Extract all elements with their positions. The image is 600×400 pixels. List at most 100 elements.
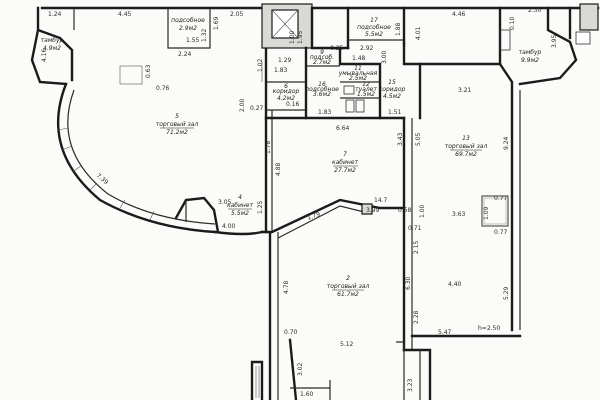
room-17-area: 5.5м2 — [365, 31, 383, 38]
dimension-label: 4.00 — [222, 223, 236, 230]
dimension-label: 2.28 — [413, 310, 420, 324]
dimension-label: 3.05 — [218, 199, 232, 206]
room-15-number: 15 — [388, 79, 396, 86]
room-13-area: 69.7м2 — [455, 151, 477, 158]
room-9-number: 9 — [320, 49, 324, 56]
dimension-label: 1.88 — [395, 22, 402, 36]
room-12-number: 12 — [362, 81, 370, 88]
walls — [30, 3, 600, 400]
dimension-label: 1.32 — [201, 28, 208, 42]
dimension-label: 4.45 — [118, 11, 132, 18]
room-2-name: торговый зал — [327, 283, 370, 290]
dimension-label: 1.79 — [306, 211, 321, 222]
dimension-label: 1.83 — [318, 109, 332, 116]
dimension-label: 0.70 — [284, 329, 298, 336]
room-11-name: умывальная — [338, 70, 378, 77]
room-6-name: коридор — [273, 88, 300, 95]
room-tambour-right-area: 9.9м2 — [521, 57, 539, 64]
dimension-label: 1.09 — [483, 206, 490, 220]
dimension-label: 1.24 — [48, 11, 62, 18]
dimension-label: 0.10 — [509, 16, 516, 30]
room-4-number: 4 — [238, 194, 242, 201]
room-9-area: 2.7м2 — [313, 59, 331, 66]
dimension-label: 0.76 — [156, 85, 170, 92]
dimension-label: 5.29 — [503, 286, 510, 300]
dimension-label: 3.21 — [458, 87, 472, 94]
dimension-label: 6.64 — [336, 125, 350, 132]
room-utility-top-area: 2.9м2 — [179, 25, 197, 32]
dimension-label: 4.78 — [283, 280, 290, 294]
room-17-name: подсобное — [357, 24, 391, 31]
room-2-area: 61.7м2 — [337, 291, 359, 298]
dimension-label: 1.25 — [257, 200, 264, 214]
dimension-label: 4.40 — [448, 281, 462, 288]
dimension-label: 1.95 — [297, 30, 304, 44]
room-4-name: кабинет — [227, 202, 254, 209]
room-15-name: коридор — [379, 86, 406, 93]
room-16-area: 3.6м2 — [313, 91, 331, 98]
dimension-label: 0.77 — [494, 195, 508, 202]
dimension-label: 1.51 — [388, 109, 402, 116]
room-11-number: 11 — [354, 65, 362, 72]
room-utility-top-name: подсобное — [171, 17, 205, 24]
room-tambour-left-area: 4.9м2 — [43, 45, 61, 52]
dimension-label: 3.23 — [407, 378, 414, 392]
dimension-label: 1.60 — [300, 391, 314, 398]
room-7-name: кабинет — [332, 159, 359, 166]
room-12-name: туалет — [355, 86, 377, 93]
room-13-number: 13 — [462, 135, 470, 142]
room-7-number: 7 — [343, 151, 347, 158]
dimension-label: 2.00 — [239, 98, 246, 112]
dimension-label: 1.00 — [419, 204, 426, 218]
dimension-label: 3.63 — [452, 211, 466, 218]
room-13-name: торговый зал — [445, 143, 488, 150]
room-17-number: 17 — [370, 17, 378, 24]
dimension-label: 1.48 — [352, 55, 366, 62]
dimension-label: 3.00 — [381, 50, 388, 64]
room-15-area: 4.5м2 — [383, 93, 401, 100]
dimension-label: 0.63 — [145, 64, 152, 78]
dimension-label: 0.58 — [398, 207, 412, 214]
room-16-number: 16 — [318, 81, 326, 88]
dimension-label: 3.43 — [397, 132, 404, 146]
dimension-label: 4.16 — [41, 48, 48, 62]
dimension-label: 5.12 — [340, 341, 354, 348]
dimension-label: 6.30 — [405, 276, 412, 290]
room-5-name: торговый зал — [156, 121, 199, 128]
room-5-area: 71.2м2 — [166, 129, 188, 136]
dimension-label: 1.29 — [278, 57, 292, 64]
room-2-number: 2 — [346, 275, 350, 282]
dimension-label: 5.05 — [415, 132, 422, 146]
dimension-label: 1.78 — [265, 140, 272, 154]
dimension-label: 1.02 — [257, 58, 264, 72]
dimension-label: 3.02 — [297, 362, 304, 376]
dimension-label: 1.55 — [186, 37, 200, 44]
room-9-name: подсоб. — [310, 54, 334, 61]
dimension-label: 4.46 — [452, 11, 466, 18]
dimension-label: 4.01 — [415, 26, 422, 40]
dimension-label: 0.77 — [494, 229, 508, 236]
room-6-number: 6 — [284, 83, 288, 90]
room-6-area: 4.2м2 — [277, 95, 295, 102]
ceiling-height-label: h=2.50 — [478, 325, 500, 332]
dimension-label: 2.92 — [360, 45, 374, 52]
dimension-label: 0.16 — [286, 101, 300, 108]
dimension-label: 1.83 — [274, 67, 288, 74]
dimension-label: 0.71 — [408, 225, 422, 232]
dimension-label: 2.05 — [230, 11, 244, 18]
room-4-area: 5.5м2 — [231, 210, 249, 217]
dimension-label: 2.24 — [178, 51, 192, 58]
room-11-area: 2.5м2 — [349, 75, 367, 82]
dimension-label: 5.47 — [438, 329, 452, 336]
dimension-label: 0.27 — [250, 105, 264, 112]
dimension-label: 4.88 — [275, 162, 282, 176]
room-7-area: 27.7м2 — [334, 167, 356, 174]
dimension-label: 1.69 — [213, 16, 220, 30]
dimension-label: 2.15 — [413, 240, 420, 254]
room-tambour-left-name: тамбур — [41, 37, 64, 44]
dimension-label: 2.30 — [528, 7, 542, 14]
dimension-label: 3.95 — [551, 34, 558, 48]
room-tambour-right-name: тамбур — [519, 49, 542, 56]
